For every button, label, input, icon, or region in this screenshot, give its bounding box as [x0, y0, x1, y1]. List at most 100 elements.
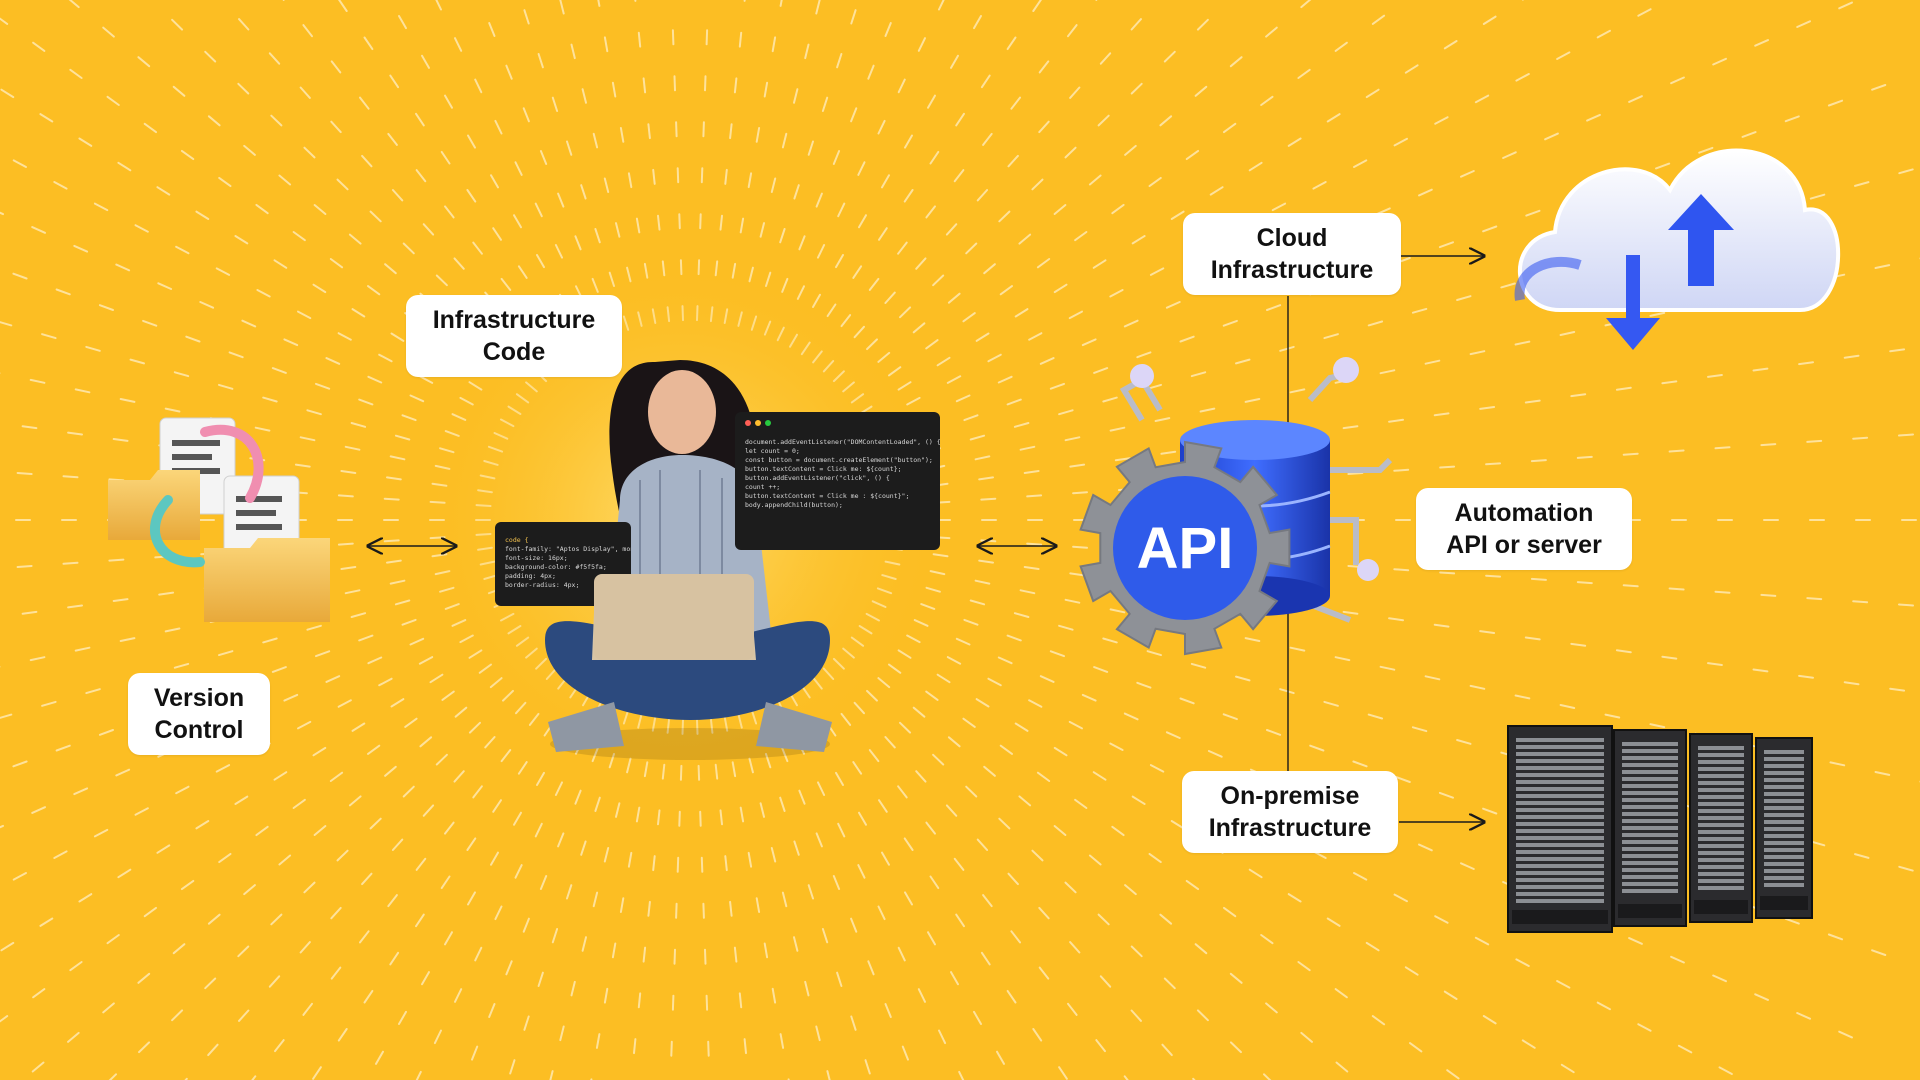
ray-dash [1036, 771, 1051, 782]
ray-dash [581, 88, 587, 104]
ray-dash [1223, 122, 1237, 134]
ray-dash [793, 840, 800, 856]
ray-dash [1365, 941, 1380, 952]
ray-dash [336, 849, 349, 862]
ray-dash [938, 0, 945, 11]
ray-dash [1474, 94, 1490, 104]
ray-dash [1622, 452, 1639, 456]
ray-dash [1323, 700, 1339, 707]
ray-dash [1677, 1044, 1693, 1054]
ray-dash [852, 265, 863, 279]
ray-dash [117, 161, 132, 172]
ray-dash [218, 383, 234, 390]
server-slot [1516, 822, 1604, 826]
ray-dash [1010, 930, 1021, 944]
ray-dash [142, 319, 158, 327]
ray-dash [294, 463, 311, 468]
ray-dash [1131, 795, 1146, 805]
ray-dash [394, 434, 411, 441]
server-slot [1622, 749, 1678, 753]
ray-dash [637, 31, 642, 48]
ray-dash [422, 804, 435, 817]
ray-dash [973, 15, 982, 30]
ray-dash [262, 396, 278, 403]
ray-dash [1661, 380, 1678, 385]
ray-dash [1053, 825, 1067, 836]
ray-dash [647, 900, 651, 917]
ray-dash [982, 894, 993, 908]
ray-dash [1019, 445, 1036, 451]
ray-dash [1279, 345, 1295, 352]
ray-dash [1714, 446, 1731, 450]
ray-dash [1159, 115, 1173, 127]
ray-dash [421, 971, 430, 986]
ray-dash [1223, 906, 1237, 918]
ray-dash [234, 235, 249, 245]
ray-dash [982, 132, 993, 146]
code-line: padding: 4px; [505, 572, 556, 580]
ray-dash [1300, 0, 1312, 9]
ray-dash [1418, 188, 1433, 197]
ray-dash [302, 1002, 313, 1016]
ray-dash [675, 902, 678, 919]
ray-dash [1752, 367, 1769, 372]
ray-dash [330, 60, 342, 74]
server-slot [1516, 801, 1604, 805]
ray-dash [1014, 308, 1029, 318]
ray-dash [0, 713, 13, 719]
ray-dash [1898, 603, 1914, 607]
label-line: API or server [1446, 531, 1602, 559]
ray-dash [268, 52, 281, 65]
ray-dash [1838, 1030, 1853, 1039]
code-line: count ++; [745, 483, 781, 491]
ray-dash [454, 37, 463, 52]
ray-dash [835, 771, 844, 786]
ray-dash [945, 804, 958, 817]
ray-dash [466, 837, 477, 851]
ray-dash [925, 339, 939, 350]
ray-dash [1081, 693, 1097, 702]
ray-dash [218, 176, 232, 188]
ray-dash [987, 677, 1002, 687]
server-slot [1516, 787, 1604, 791]
ray-dash [743, 0, 746, 2]
ray-dash [16, 472, 33, 475]
ray-dash [929, 875, 940, 890]
ray-dash [946, 656, 962, 665]
ray-dash [635, 217, 641, 234]
ray-dash [444, 94, 453, 109]
server-slot [1764, 813, 1804, 817]
server-slot [1622, 770, 1678, 774]
server-slot [1516, 773, 1604, 777]
ray-dash [779, 1033, 785, 1049]
ray-dash [312, 746, 327, 757]
ray-dash [997, 375, 1013, 384]
ray-dash [1806, 439, 1823, 443]
server-slot [1698, 886, 1744, 890]
ray-dash [678, 213, 681, 230]
ray-dash [1058, 1066, 1068, 1080]
ray-dash [1279, 688, 1295, 695]
code-line: let count = 0; [745, 447, 800, 455]
ray-dash [523, 9, 530, 25]
ray-dash [1433, 412, 1450, 417]
server-slot [1622, 889, 1678, 893]
ray-dash [1482, 807, 1498, 815]
ray-dash [517, 761, 528, 775]
ray-dash [500, 749, 512, 763]
ray-dash [1130, 18, 1142, 31]
rack-base [1512, 910, 1608, 924]
ray-dash [747, 172, 753, 189]
ray-dash [1023, 470, 1040, 474]
ray-dash [340, 566, 357, 570]
ray-dash [850, 1015, 857, 1031]
ray-dash [1163, 977, 1176, 990]
ray-dash [102, 1002, 115, 1014]
ray-dash [719, 214, 723, 231]
server-slot [1516, 899, 1604, 903]
ray-dash [897, 78, 906, 94]
ray-dash [243, 144, 256, 156]
ray-dash [468, 721, 481, 734]
ray-dash [743, 1038, 747, 1055]
ray-dash [912, 322, 926, 334]
